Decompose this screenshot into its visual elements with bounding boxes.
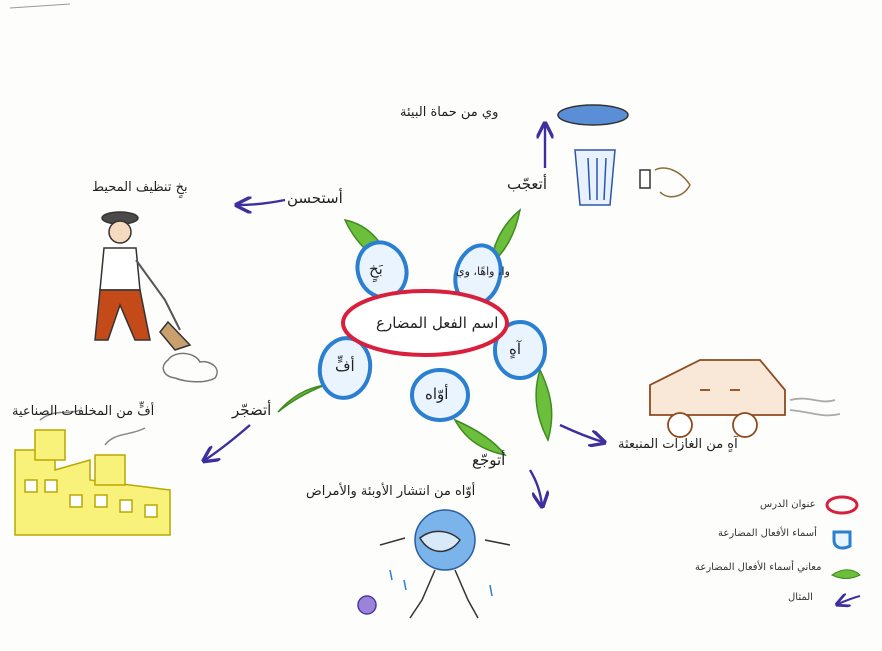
meaning-annoyed: أتضجّر: [232, 401, 272, 419]
legend-label-verbs: أسماء الأفعال المضارعة: [718, 528, 817, 539]
example-admire: بخٍ تنظيف المحيط: [92, 180, 188, 195]
legend-label-example: المثال: [788, 592, 813, 603]
paper-edge: [9, 3, 71, 9]
cleaner-illustration: [94, 211, 218, 383]
meaning-wonder: أتعجّب: [507, 175, 547, 193]
legend-arrow-marker: [838, 596, 861, 604]
meaning-admire: أستحسن: [287, 189, 343, 207]
example-gases: آهٍ من الغازات المنبعثة: [618, 437, 738, 452]
legend-markers: [825, 495, 861, 604]
example-annoyed: أفٍّ من المخلفات الصناعية: [12, 404, 155, 419]
petal-label-aah: آهٍ: [509, 340, 522, 358]
example-pain: أوّاه من انتشار الأوبئة والأمراض: [306, 484, 476, 499]
petal-label-bakh: بَخٍ: [369, 260, 383, 278]
legend-title-marker: [825, 495, 859, 515]
legend-label-meanings: معاني أسماء الأفعال المضارعة: [695, 562, 822, 573]
car-illustration: [649, 359, 841, 438]
petal-right: [493, 320, 547, 380]
example-wonder: وي من حماة البيئة: [400, 105, 499, 120]
arrows: [205, 125, 603, 505]
leaf-bottom: [453, 418, 507, 457]
earth-illustration: [357, 509, 511, 619]
petal-label-uff: أفٍّ: [335, 357, 355, 375]
leaf-left: [277, 384, 326, 413]
legend-petal-marker: [832, 530, 852, 550]
legend-leaf-marker: [831, 569, 861, 579]
petal-label-wa: وا، واهًا، وي: [456, 265, 510, 278]
arrow-right: [559, 423, 603, 442]
legend-label-title: عنوان الدرس: [760, 499, 816, 510]
arrow-left: [205, 424, 251, 460]
factory-illustration: [14, 409, 171, 536]
lesson-title: اسم الفعل المضارع: [376, 314, 499, 332]
arrow-top-left: [238, 200, 286, 205]
petal-bottom: [410, 368, 470, 422]
arrow-bottom: [528, 469, 542, 505]
title-oval: [341, 289, 509, 357]
meaning-pain: أتوجّع: [472, 451, 506, 469]
petal-label-awwah: أوّاه: [425, 385, 449, 403]
trash-bin-illustration: [557, 104, 691, 206]
leaf-right: [535, 367, 553, 443]
